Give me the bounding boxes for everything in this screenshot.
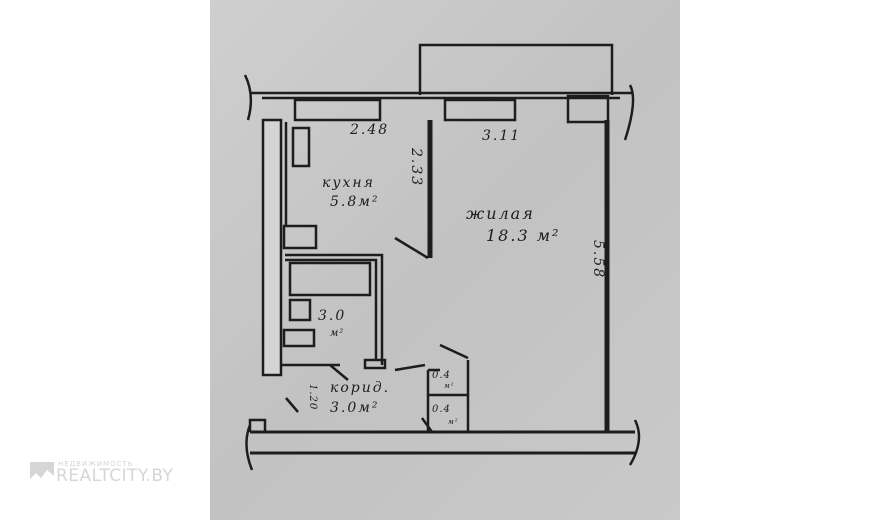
closet-1-unit: м² bbox=[444, 382, 455, 390]
closet-walls bbox=[426, 360, 470, 432]
kitchen-depth: 2.33 bbox=[408, 148, 424, 188]
window bbox=[566, 94, 610, 124]
toilet bbox=[288, 298, 312, 322]
closet-1-area: 0.4 bbox=[432, 370, 451, 381]
living-width: 3.11 bbox=[482, 128, 522, 144]
kitchen-area: 5.8м² bbox=[330, 194, 380, 210]
kitchen-name: кухня bbox=[322, 175, 375, 191]
watermark-tagline: НЕДВИЖИМОСТЬ bbox=[58, 460, 134, 468]
window bbox=[293, 98, 382, 122]
bathroom-walls bbox=[285, 253, 384, 365]
corridor-name: корид. bbox=[330, 380, 391, 396]
kitchen-width: 2.48 bbox=[350, 122, 390, 138]
left-wall bbox=[261, 118, 283, 377]
bathroom-area: 3.0 bbox=[318, 308, 347, 324]
closet-2-unit: м² bbox=[448, 418, 459, 426]
living-area: 18.3 м² bbox=[486, 226, 561, 245]
window bbox=[443, 98, 517, 122]
corridor-width: 1.20 bbox=[307, 384, 318, 411]
watermark-brand: REALTCITY.BY bbox=[56, 466, 174, 486]
stove bbox=[291, 126, 311, 168]
watermark-logo: НЕДВИЖИМОСТЬ REALTCITY.BY bbox=[30, 460, 174, 488]
mountain-icon bbox=[30, 462, 54, 488]
bathtub bbox=[288, 261, 372, 297]
washbasin bbox=[282, 328, 316, 348]
kitchen-sink bbox=[282, 224, 318, 250]
balcony-outline bbox=[418, 43, 614, 95]
closet-2-area: 0.4 bbox=[432, 404, 451, 415]
bathroom-unit: м² bbox=[330, 328, 345, 339]
living-depth: 5.58 bbox=[590, 240, 606, 280]
living-name: жилая bbox=[466, 204, 535, 223]
corridor-area: 3.0м² bbox=[330, 400, 380, 416]
